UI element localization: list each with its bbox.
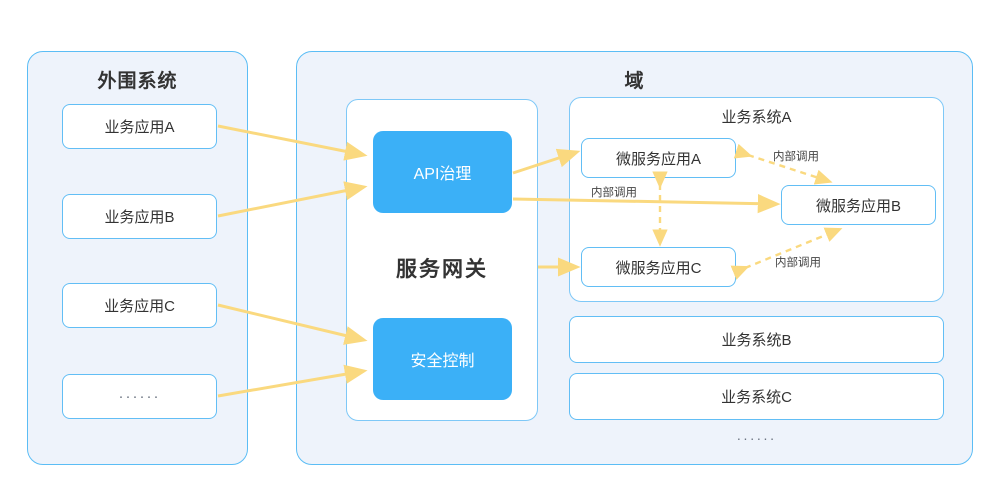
peripheral-systems-title: 外围系统: [97, 71, 178, 92]
business-app-b[interactable]: 业务应用B: [62, 194, 217, 239]
internal-call-label-a-to-b: 内部调用: [773, 151, 819, 163]
microservice-app-b[interactable]: 微服务应用B: [781, 185, 936, 225]
api-governance-block[interactable]: API治理: [373, 131, 512, 213]
domain-title: 域: [624, 71, 645, 92]
business-system-b[interactable]: 业务系统B: [569, 316, 944, 363]
microservice-app-a[interactable]: 微服务应用A: [581, 138, 736, 178]
internal-call-label-c-to-b: 内部调用: [775, 257, 821, 269]
business-system-a-title: 业务系统A: [721, 109, 792, 126]
service-gateway-label: 服务网关: [396, 258, 488, 281]
microservice-app-c[interactable]: 微服务应用C: [581, 247, 736, 287]
business-app-c[interactable]: 业务应用C: [62, 283, 217, 328]
security-control-block[interactable]: 安全控制: [373, 318, 512, 400]
business-system-c[interactable]: 业务系统C: [569, 373, 944, 420]
domain-trailing-dots: ······: [736, 430, 777, 446]
business-app-more[interactable]: ······: [62, 374, 217, 419]
internal-call-label-a-to-c: 内部调用: [591, 187, 637, 199]
business-app-a[interactable]: 业务应用A: [62, 104, 217, 149]
